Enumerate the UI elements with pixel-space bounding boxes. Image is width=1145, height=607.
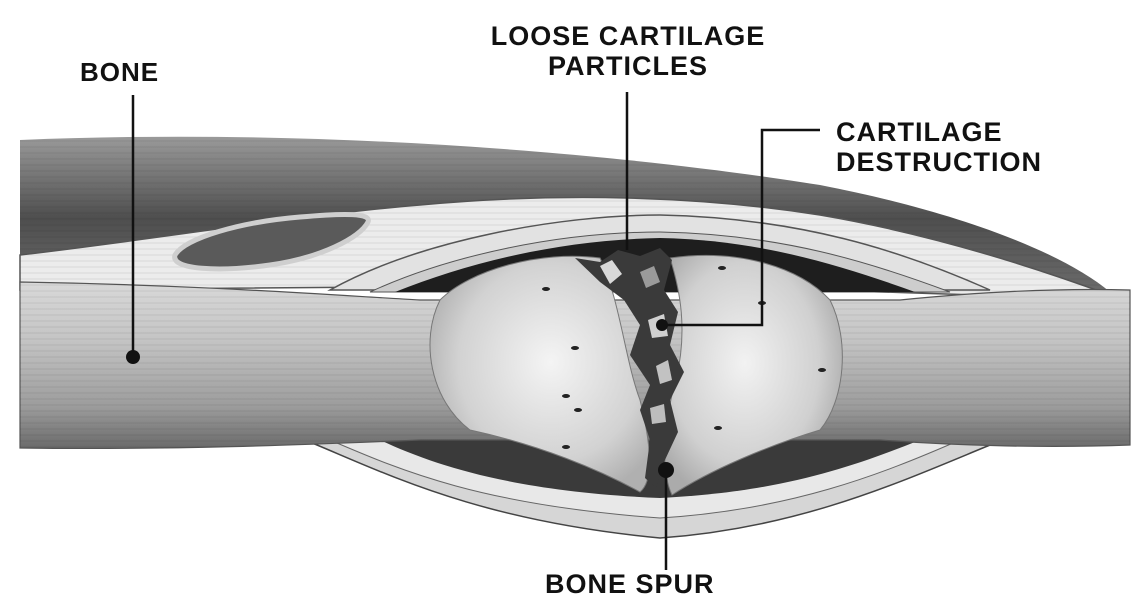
label-loose-line1: LOOSE CARTILAGE xyxy=(428,22,828,52)
bone-leader-dot xyxy=(126,350,140,364)
label-bone-spur: BONE SPUR xyxy=(545,570,715,600)
label-cartilage-destruction: CARTILAGE DESTRUCTION xyxy=(836,118,1042,177)
label-destruction-line1: CARTILAGE xyxy=(836,118,1042,148)
bone-spur-leader-dot xyxy=(658,462,674,478)
cartilage-destruction-leader-dot xyxy=(656,319,668,331)
label-destruction-line2: DESTRUCTION xyxy=(836,148,1042,178)
label-bone: BONE xyxy=(80,58,159,87)
label-loose-line2: PARTICLES xyxy=(428,52,828,82)
label-loose-cartilage-particles: LOOSE CARTILAGE PARTICLES xyxy=(428,22,828,81)
